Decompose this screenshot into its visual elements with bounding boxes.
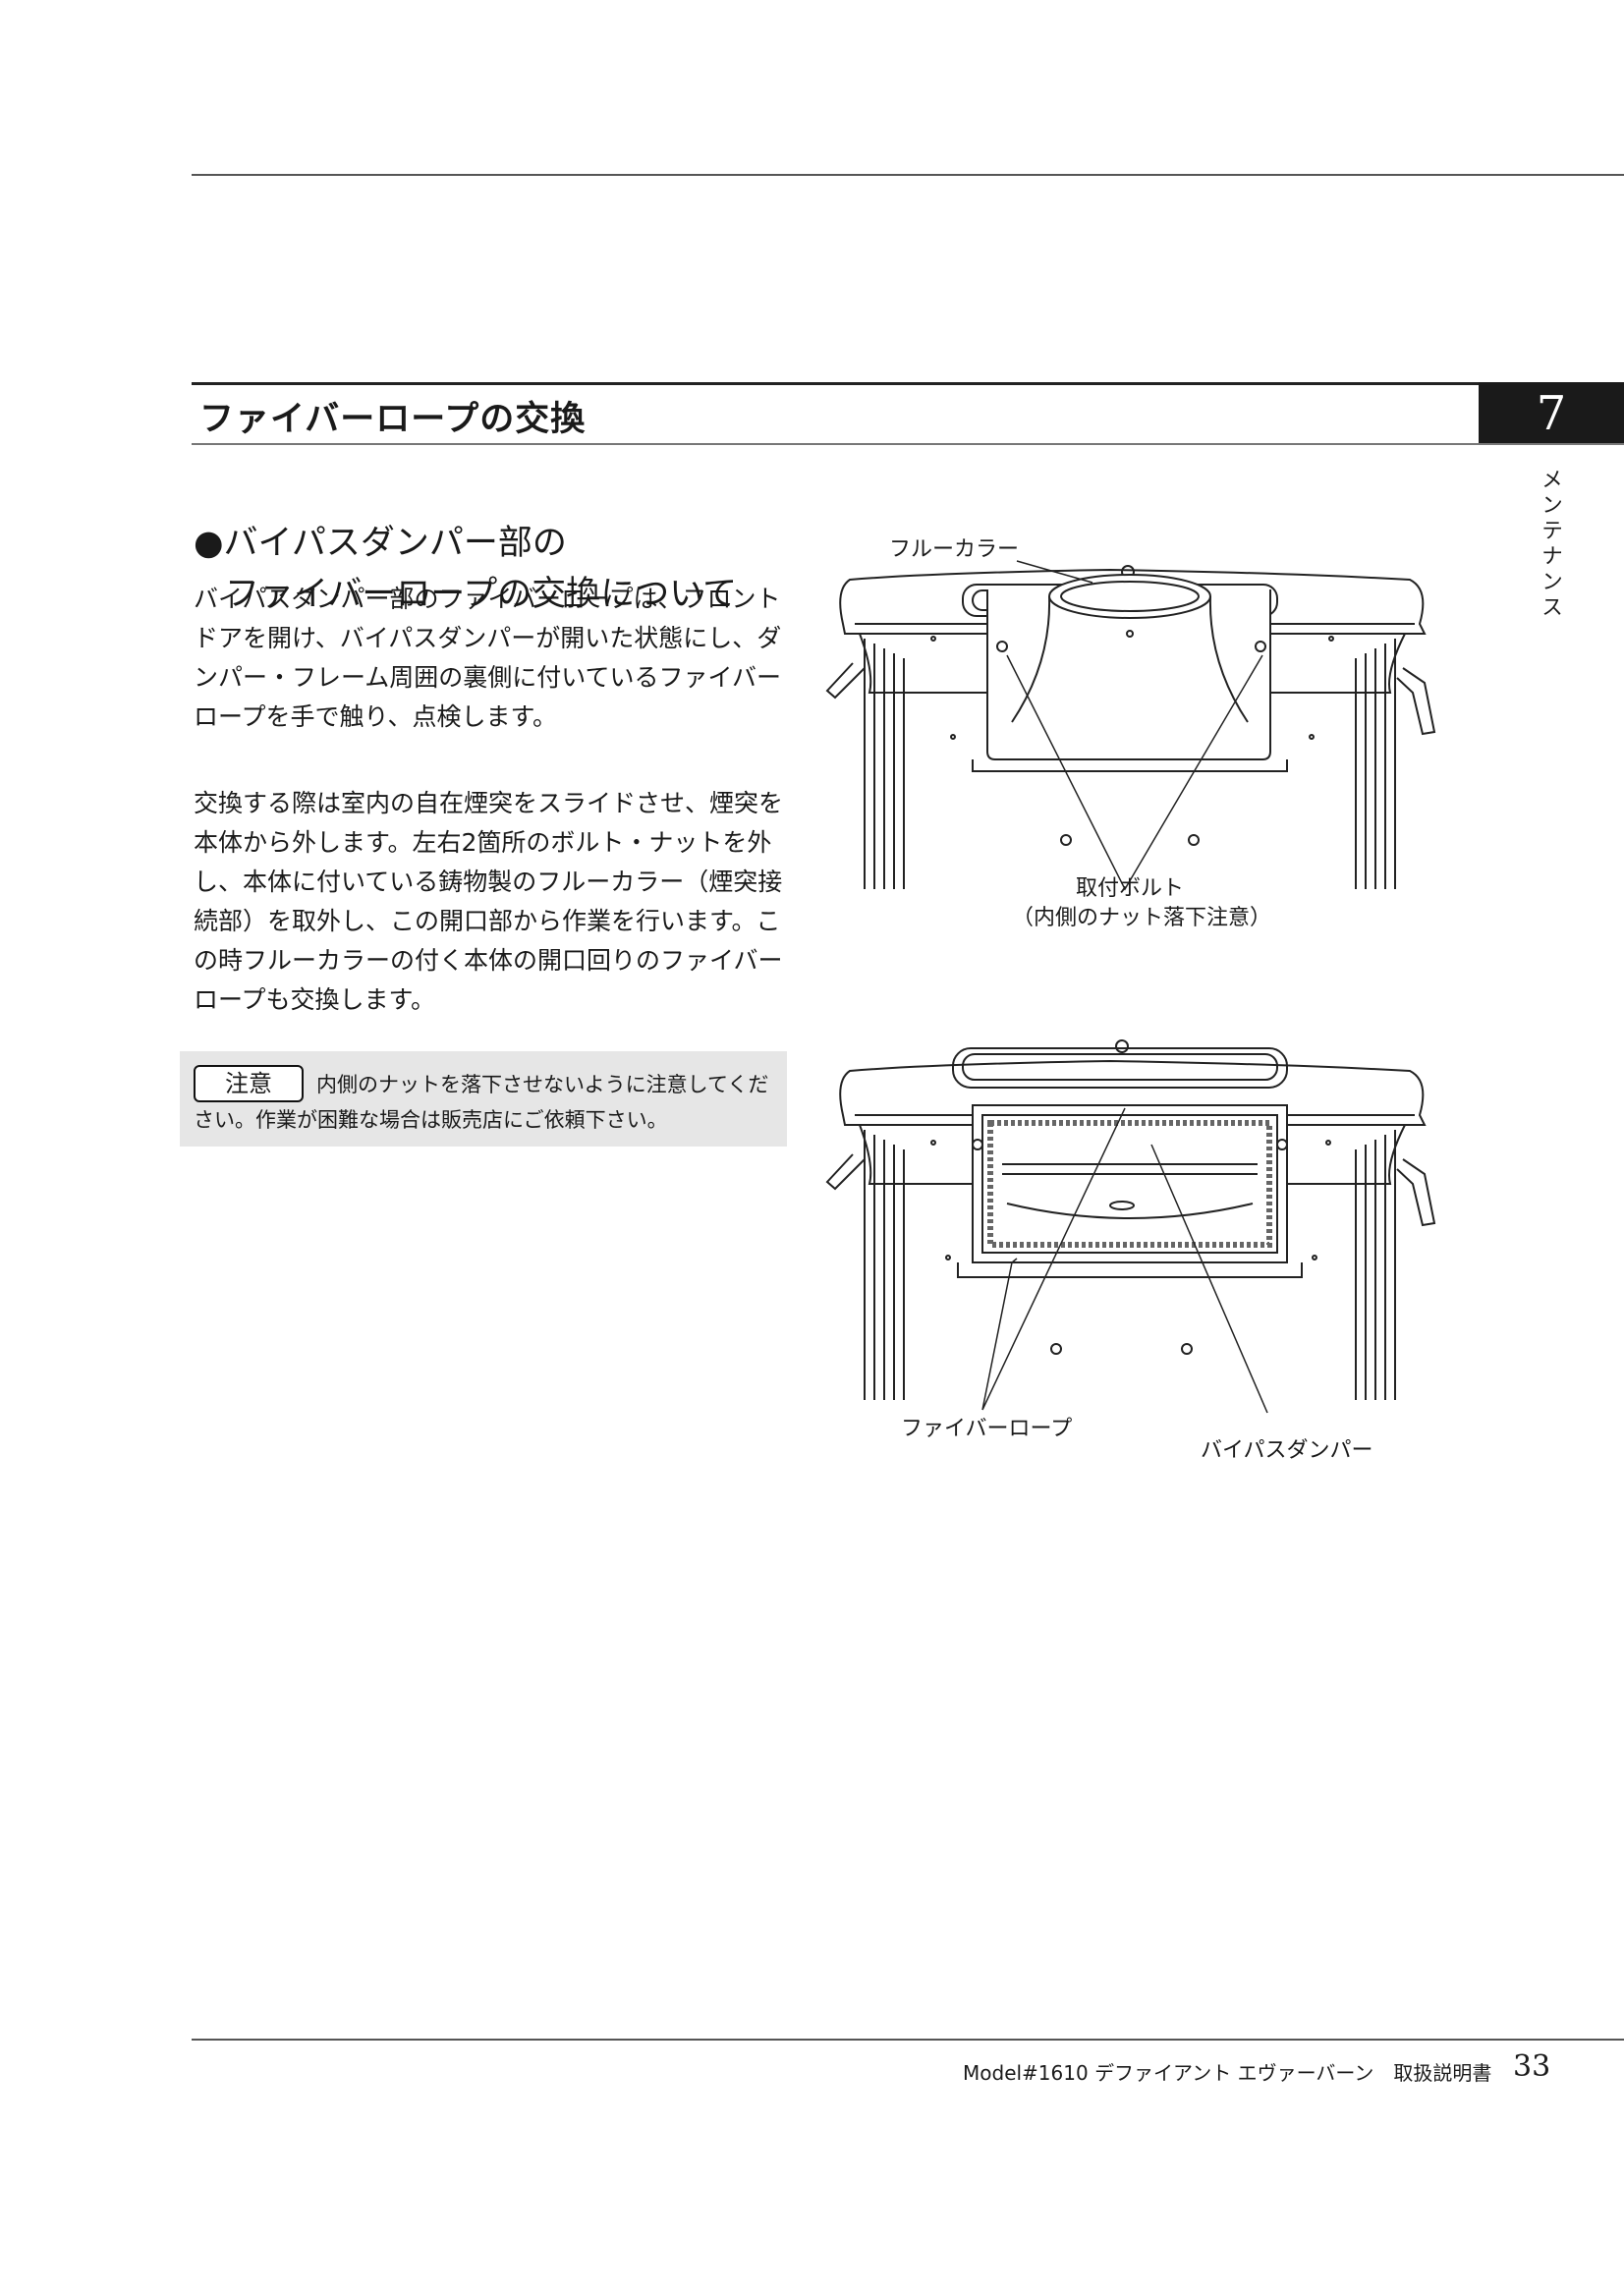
stove-bypass-damper-diagram [825, 1039, 1436, 1414]
caution-label: 注意 [194, 1065, 304, 1102]
body-paragraph-inspection: バイパスダンパー部のファイバーロープは、フロントドアを開け、バイパスダンパーが開… [194, 585, 782, 731]
mounting-bolt-label-line2: （内側のナット落下注意） [1012, 906, 1272, 930]
section-header-line [192, 382, 1479, 385]
page-number: 33 [1513, 2049, 1551, 2084]
bypass-damper-label: バイパスダンパー [1201, 1438, 1373, 1463]
mounting-bolt-label-line1: 取付ボルト [1075, 876, 1184, 901]
stove-flue-collar-diagram [825, 560, 1436, 891]
caution-box: 内側のナットを落下させないように注意してください。作業が困難な場合は販売店にご依… [180, 1051, 787, 1147]
subsection-title-line1: ●バイパスダンパー部の [194, 524, 567, 563]
subsection-title-line2: ファイバーロープの交換について [225, 575, 738, 614]
mounting-bolt-label: 取付ボルト （内側のナット落下注意） [1012, 874, 1272, 933]
subsection-title: ●バイパスダンパー部の ファイバーロープの交換について [194, 518, 737, 620]
bottom-rule [192, 2039, 1624, 2041]
caution-text: 内側のナットを落下させないように注意してください。作業が困難な場合は販売店にご依… [194, 1073, 769, 1132]
chapter-number-badge: 7 [1479, 382, 1624, 445]
section-underline [192, 443, 1624, 445]
top-rule [192, 174, 1624, 176]
body-paragraph-replacement: 交換する際は室内の自在煙突をスライドさせ、煙突を本体から外します。左右2箇所のボ… [194, 789, 784, 1014]
fiber-rope-label: ファイバーロープ [901, 1417, 1073, 1441]
section-title: ファイバーロープの交換 [199, 400, 587, 439]
chapter-side-tab: メンテナンス [1538, 468, 1562, 621]
footer-manual-title: Model#1610 デファイアント エヴァーバーン 取扱説明書 [963, 2061, 1492, 2085]
flue-collar-label: フルーカラー [889, 537, 1020, 562]
